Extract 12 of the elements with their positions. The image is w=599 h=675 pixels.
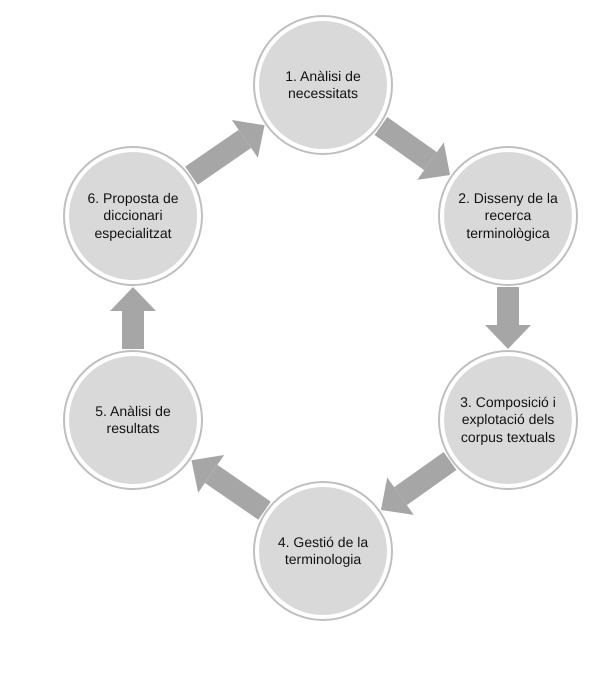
arrow	[110, 287, 156, 349]
step-label: 3. Composició i explotació dels corpus textuals	[459, 394, 557, 446]
step-label: 2. Disseny de la recerca terminològica	[457, 190, 559, 242]
step-label: 4. Gestió de la terminologia	[276, 534, 370, 568]
step-label: 5. Anàlisi de resultats	[94, 402, 172, 438]
step-label: 6. Proposta de diccionari especialitzat	[86, 190, 180, 242]
arrow	[374, 117, 450, 180]
arrow	[485, 287, 531, 349]
arrow	[191, 455, 271, 520]
arrow	[380, 452, 456, 515]
step-label: 1. Anàlisi de necessitats	[284, 68, 362, 102]
arrow	[185, 120, 265, 185]
